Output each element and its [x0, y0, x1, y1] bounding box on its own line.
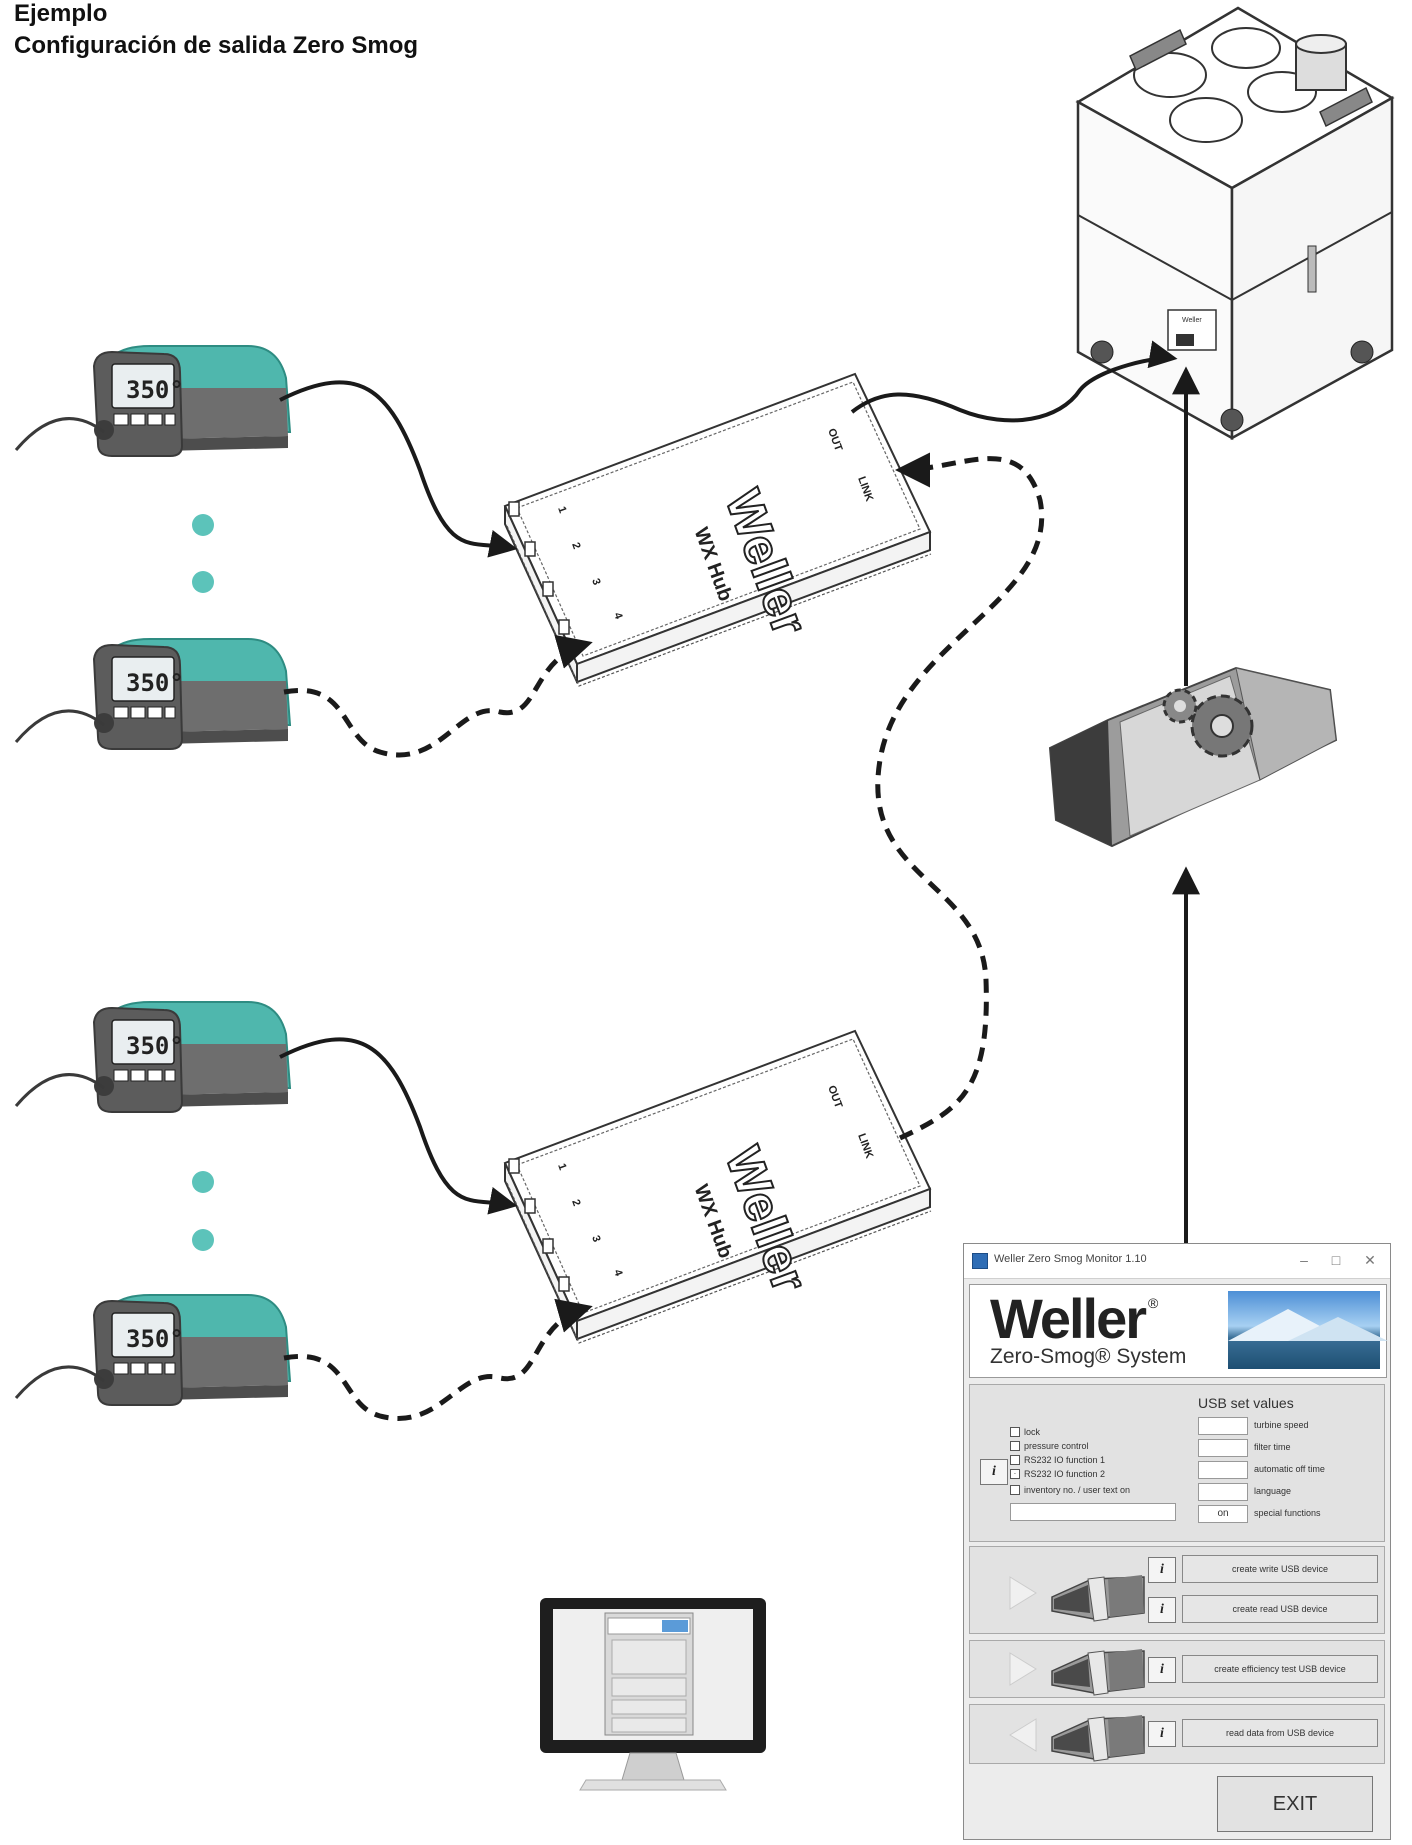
- soldering-station-2: [93, 638, 291, 750]
- usb-stick-icon: [1009, 1648, 1145, 1696]
- station-display-4: 350°: [126, 1325, 184, 1353]
- wx-hub-upper: [504, 373, 932, 687]
- usb-configuration-stick: [1048, 666, 1338, 848]
- read-data-from-usb-button[interactable]: read data from USB device: [1182, 1719, 1378, 1747]
- option-user-text[interactable]: inventory no. / user text on: [1010, 1485, 1130, 1495]
- checkbox[interactable]: [1010, 1427, 1020, 1437]
- heading-example: Ejemplo: [14, 0, 108, 27]
- settings-info-button[interactable]: i: [980, 1459, 1008, 1485]
- soldering-station-3: [93, 1001, 291, 1113]
- exit-button[interactable]: EXIT: [1217, 1776, 1373, 1832]
- hub-lower-port-3: 3: [589, 1234, 602, 1244]
- window-title: Weller Zero Smog Monitor 1.10: [994, 1253, 1147, 1265]
- zero-smog-monitor-window: Weller Zero Smog Monitor 1.10 – □ ✕ Well…: [963, 1243, 1391, 1840]
- efficiency-test-panel: i create efficiency test USB device: [969, 1640, 1385, 1698]
- usb-stick-icon: [1009, 1574, 1145, 1622]
- filter-time-field[interactable]: [1198, 1439, 1248, 1457]
- special-functions-field[interactable]: on: [1198, 1505, 1248, 1523]
- wx-hub-lower: [504, 1030, 932, 1344]
- station-display-2: 350°: [126, 669, 184, 697]
- extractor-panel-brand: Weller: [1182, 317, 1202, 324]
- option-rs232-function-2[interactable]: ·RS232 IO function 2: [1010, 1469, 1105, 1479]
- option-rs232-function-1[interactable]: RS232 IO function 1: [1010, 1455, 1105, 1465]
- station-cords: [14, 417, 105, 1399]
- zero-smog-extractor: Weller: [1075, 6, 1395, 441]
- hub-upper-port-3: 3: [589, 577, 602, 587]
- heading-configuration: Configuración de salida Zero Smog: [14, 32, 419, 59]
- write-read-usb-panel: i create write USB device i create read …: [969, 1546, 1385, 1634]
- create-write-usb-button[interactable]: create write USB device: [1182, 1555, 1378, 1583]
- app-icon: [972, 1253, 988, 1269]
- hub-upper-port-4: 4: [611, 611, 625, 622]
- create-efficiency-test-usb-button[interactable]: create efficiency test USB device: [1182, 1655, 1378, 1683]
- option-lock[interactable]: lock: [1010, 1427, 1040, 1437]
- station-display-1: 350°: [126, 376, 184, 404]
- create-read-usb-button[interactable]: create read USB device: [1182, 1595, 1378, 1623]
- close-button[interactable]: ✕: [1364, 1252, 1376, 1268]
- soldering-station-1: [93, 345, 291, 457]
- hub-upper-port-2: 2: [569, 541, 582, 551]
- station-display-3: 350°: [126, 1032, 184, 1060]
- maximize-button[interactable]: □: [1331, 1252, 1341, 1268]
- dashed-connections: [283, 452, 1045, 1421]
- checkbox[interactable]: [1010, 1455, 1020, 1465]
- read-usb-info-button[interactable]: i: [1148, 1597, 1176, 1623]
- filter-time-label: filter time: [1254, 1442, 1291, 1452]
- turbine-speed-field[interactable]: [1198, 1417, 1248, 1435]
- system-name: Zero-Smog® System: [990, 1345, 1187, 1368]
- hub-lower-port-2: 2: [569, 1198, 582, 1208]
- checkbox[interactable]: [1010, 1441, 1020, 1451]
- language-field[interactable]: [1198, 1483, 1248, 1501]
- usb-stick-icon: [1009, 1714, 1145, 1762]
- checkbox-checked[interactable]: ·: [1010, 1469, 1020, 1479]
- registered-mark: ®: [1148, 1295, 1159, 1311]
- automatic-off-time-field[interactable]: [1198, 1461, 1248, 1479]
- special-functions-label: special functions: [1254, 1508, 1321, 1518]
- checkbox[interactable]: [1010, 1485, 1020, 1495]
- window-titlebar: Weller Zero Smog Monitor 1.10 – □ ✕: [964, 1244, 1390, 1279]
- efficiency-info-button[interactable]: i: [1148, 1657, 1176, 1683]
- computer-monitor: [540, 1598, 766, 1791]
- read-data-info-button[interactable]: i: [1148, 1721, 1176, 1747]
- usb-set-values-title: USB set values: [1198, 1395, 1294, 1411]
- settings-panel: i lock pressure control RS232 IO functio…: [969, 1384, 1385, 1542]
- hub-lower-port-1: 1: [555, 1162, 568, 1172]
- language-label: language: [1254, 1486, 1292, 1496]
- read-data-panel: i read data from USB device: [969, 1704, 1385, 1764]
- soldering-station-4: [93, 1294, 291, 1406]
- minimize-button[interactable]: –: [1300, 1252, 1308, 1268]
- hub-upper-port-1: 1: [555, 505, 568, 515]
- user-text-input[interactable]: [1010, 1503, 1176, 1521]
- weller-logo: Weller: [990, 1287, 1147, 1350]
- brand-banner: Weller ® Zero-Smog® System: [969, 1284, 1388, 1378]
- landscape-image: [1228, 1291, 1388, 1369]
- gear-icon: [1162, 688, 1254, 758]
- automatic-off-time-label: automatic off time: [1254, 1464, 1325, 1474]
- write-usb-info-button[interactable]: i: [1148, 1557, 1176, 1583]
- hub-lower-port-4: 4: [611, 1268, 625, 1279]
- turbine-speed-label: turbine speed: [1254, 1420, 1309, 1430]
- continuation-dots: [192, 514, 214, 1251]
- option-pressure-control[interactable]: pressure control: [1010, 1441, 1089, 1451]
- solid-connections: [279, 340, 1200, 1243]
